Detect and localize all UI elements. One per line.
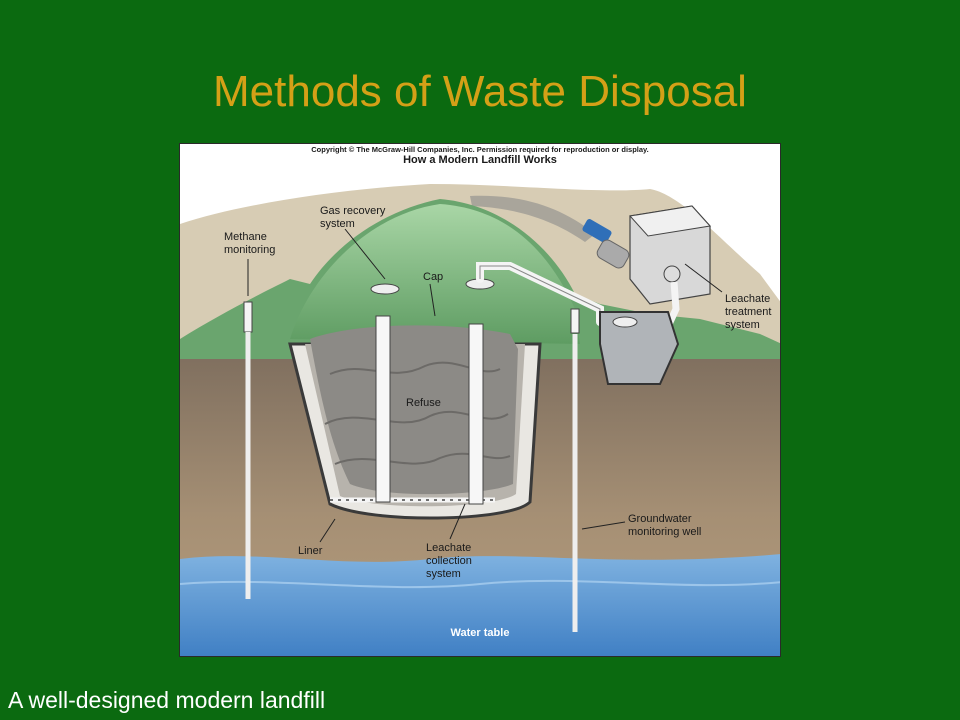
refuse-texture [334,452,511,465]
label-gas-recovery-line1: Gas recovery [320,205,386,217]
building-pipe-outlet [663,265,681,283]
groundwater-well-head [570,308,580,334]
leader-leachate-collection [449,503,466,540]
treatment-tank [599,311,680,385]
leader-groundwater [581,521,626,530]
diagram-heading: How a Modern Landfill Works [403,154,557,166]
leader-gas-recovery [344,228,386,280]
access-road [470,195,595,242]
gas-well [468,323,484,505]
treatment-tank-cap [612,316,638,328]
label-leachate-collection-line3: system [426,568,461,580]
label-leachate-treatment-line1: Leachate [725,293,770,305]
label-groundwater-line1: Groundwater [628,513,692,525]
groundwater-layer [180,554,780,656]
landfill-diagram: Copyright © The McGraw-Hill Companies, I… [179,143,781,657]
landfill-mound [290,204,580,344]
label-cap: Cap [423,271,443,283]
methane-monitor [243,301,253,333]
leader-leachate-treatment [684,263,723,293]
label-leachate-collection-line2: collection [426,555,472,567]
label-methane-line2: monitoring [224,244,275,256]
leachate-tank [596,239,630,269]
leader-cap [429,283,436,317]
label-refuse: Refuse [406,397,441,409]
label-leachate-treatment-line2: treatment [725,306,771,318]
label-leachate-collection-line1: Leachate [426,542,471,554]
landfill-illustration: Copyright © The McGraw-Hill Companies, I… [180,145,780,656]
label-liner: Liner [298,545,323,557]
building-roof [629,205,711,237]
slide-caption: A well-designed modern landfill [8,687,326,713]
leader-liner [319,518,336,543]
water-ripple [180,579,780,589]
gas-well [375,315,391,503]
label-gas-recovery-line2: system [320,218,355,230]
label-water-table: Water table [451,627,510,639]
label-groundwater-line2: monitoring well [628,526,701,538]
label-methane-line1: Methane [224,231,267,243]
label-leachate-treatment-line3: system [725,319,760,331]
slide-title: Methods of Waste Disposal [213,67,747,116]
gas-vent [370,283,400,295]
copyright-notice: Copyright © The McGraw-Hill Companies, I… [311,145,649,154]
refuse-texture [324,410,509,425]
garbage-truck [582,219,612,243]
